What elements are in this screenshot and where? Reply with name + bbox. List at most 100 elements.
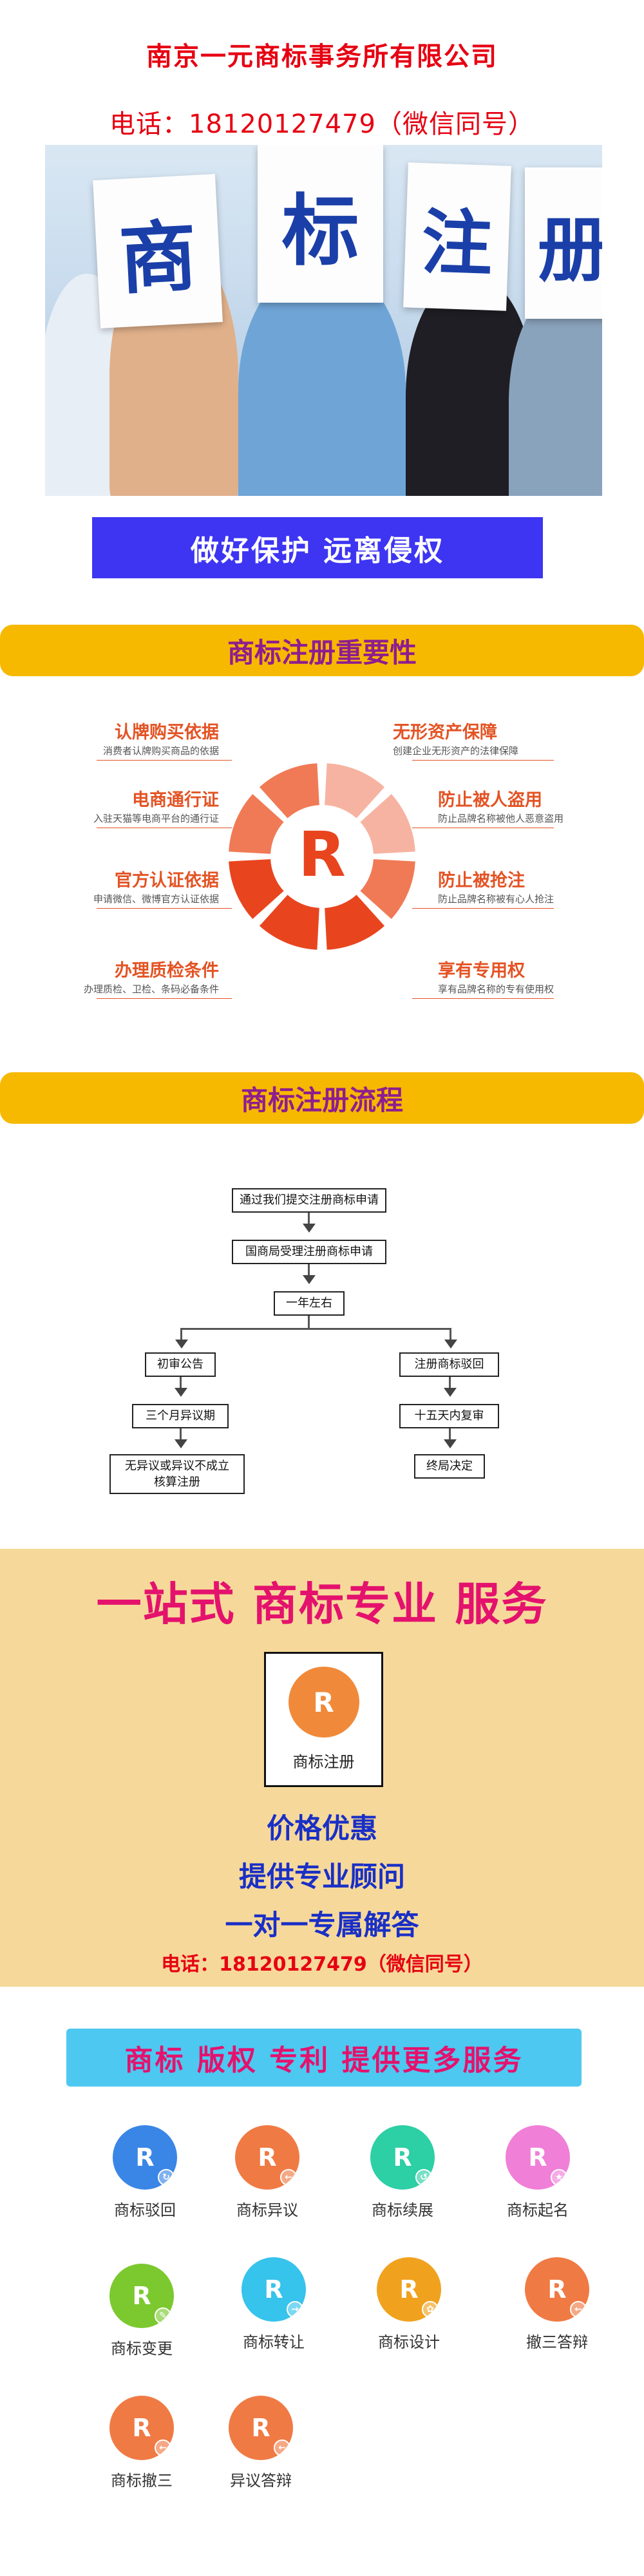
back-arrow-icon: ← <box>155 2439 171 2456</box>
registered-r-icon: R← <box>525 2257 589 2322</box>
service-item-label: 异议答辩 <box>230 2472 292 2490</box>
importance-item-sub: 创建企业无形资产的法律保障 <box>393 745 519 757</box>
service-item[interactable]: R✎ 商标变更 <box>90 2264 193 2358</box>
flow-right-final: 终局决定 <box>414 1454 485 1479</box>
service-line-consult: 提供专业顾问 <box>239 1861 405 1893</box>
back-arrow-icon: ← <box>274 2439 290 2456</box>
service-item-label: 商标续展 <box>372 2201 433 2219</box>
service-item-label: 商标驳回 <box>114 2201 176 2219</box>
importance-item-sub: 申请微信、微博官方认证依据 <box>93 893 219 905</box>
company-name: 南京一元商标事务所有限公司 <box>146 42 498 71</box>
importance-item-title: 电商通行证 <box>132 790 219 810</box>
importance-item-title: 办理质检条件 <box>115 961 219 981</box>
ring-segment <box>229 859 284 920</box>
importance-underline <box>412 998 554 999</box>
registered-r-icon: R <box>288 1667 359 1738</box>
importance-banner: 商标注册重要性 <box>0 625 644 676</box>
registered-r-icon: R← <box>109 2396 174 2460</box>
service-item[interactable]: R← 异议答辩 <box>209 2396 312 2490</box>
importance-item-title: 防止被人盗用 <box>438 790 542 810</box>
service-phone[interactable]: 电话：18120127479（微信同号） <box>161 1953 483 1976</box>
service-item[interactable]: R← 撤三答辩 <box>506 2257 609 2352</box>
importance-item-sub: 入驻天猫等电商平台的通行证 <box>93 813 219 824</box>
importance-underline <box>97 760 232 761</box>
importance-item-title: 官方认证依据 <box>115 871 219 891</box>
slogan-banner: 做好保护 远离侵权 <box>92 517 543 578</box>
service-line-answer: 一对一专属解答 <box>225 1909 419 1942</box>
hero-image: 商 标 注 册 <box>45 145 602 496</box>
flow-step-year: 一年左右 <box>274 1291 345 1316</box>
service-item[interactable]: R→ 商标转让 <box>222 2257 325 2352</box>
flow-left-publication: 初审公告 <box>145 1352 216 1377</box>
process-banner: 商标注册流程 <box>0 1072 644 1124</box>
importance-item-sub: 办理质检、卫检、条码必备条件 <box>83 983 219 995</box>
hero-card: 注 <box>403 162 511 311</box>
importance-item-sub: 防止品牌名称被有心人抢注 <box>438 893 554 905</box>
importance-underline <box>412 908 554 909</box>
back-arrow-icon: ← <box>280 2169 297 2186</box>
registered-r-icon: R↺ <box>370 2125 435 2190</box>
ring-segment <box>360 793 415 854</box>
importance-item-title: 享有专用权 <box>438 961 525 981</box>
importance-item-title: 无形资产保障 <box>393 723 497 743</box>
service-item[interactable]: R✿ 商标设计 <box>357 2257 460 2352</box>
importance-item-sub: 消费者认牌购买商品的依据 <box>102 745 219 757</box>
service-item[interactable]: R↺ 商标续展 <box>351 2125 454 2220</box>
back-arrow-icon: ← <box>570 2301 587 2318</box>
forward-arrow-icon: → <box>287 2301 303 2318</box>
flow-right-reject: 注册商标驳回 <box>399 1352 499 1377</box>
ring-segment <box>325 895 385 950</box>
registered-r-icon: R← <box>235 2125 299 2190</box>
flow-right-review: 十五天内复审 <box>399 1404 499 1428</box>
hero-card: 商 <box>93 174 223 328</box>
registered-r-icon: R✎ <box>109 2264 174 2328</box>
service-item-label: 商标起名 <box>507 2201 569 2219</box>
registered-r-icon: R✿ <box>377 2257 441 2322</box>
registered-r-icon: R <box>298 819 346 891</box>
service-line-price: 价格优惠 <box>267 1813 377 1845</box>
ring-segment <box>229 793 284 854</box>
phone-number[interactable]: 电话：18120127479（微信同号） <box>109 109 535 139</box>
service-item[interactable]: R★ 商标起名 <box>486 2125 589 2220</box>
flow-step-submit: 通过我们提交注册商标申请 <box>232 1188 386 1213</box>
design-icon: ✿ <box>422 2301 439 2318</box>
service-item-label: 商标异议 <box>236 2201 298 2219</box>
service-card[interactable]: R 商标注册 <box>264 1652 383 1787</box>
trademark-ring-graphic: R <box>229 763 415 950</box>
service-item-label: 商标转让 <box>243 2333 305 2351</box>
registered-r-icon: R↻ <box>113 2125 177 2190</box>
service-item-label: 商标设计 <box>378 2333 440 2351</box>
hero-card: 标 <box>258 145 383 303</box>
importance-item-title: 认牌购买依据 <box>115 723 219 743</box>
refresh-icon: ↻ <box>158 2169 175 2186</box>
service-item-label: 撤三答辩 <box>526 2333 588 2351</box>
importance-underline <box>97 998 232 999</box>
service-item[interactable]: R← 商标撤三 <box>90 2396 193 2490</box>
service-item[interactable]: R← 商标异议 <box>216 2125 319 2220</box>
edit-icon: ✎ <box>155 2307 171 2324</box>
importance-underline <box>412 760 554 761</box>
ring-center <box>276 810 368 903</box>
flow-left-objection: 三个月异议期 <box>132 1404 229 1428</box>
importance-underline <box>97 908 232 909</box>
renew-icon: ↺ <box>415 2169 432 2186</box>
ring-segment <box>259 763 319 819</box>
importance-item-sub: 防止品牌名称被他人恶意盗用 <box>438 813 564 824</box>
registered-r-icon: R→ <box>242 2257 306 2322</box>
service-item[interactable]: R↻ 商标驳回 <box>93 2125 196 2220</box>
ring-segment <box>259 895 319 950</box>
service-item-label: 商标变更 <box>111 2340 173 2358</box>
flow-step-accept: 国商局受理注册商标申请 <box>232 1240 386 1264</box>
hero-card: 册 <box>525 167 602 319</box>
registered-r-icon: R← <box>229 2396 293 2460</box>
flow-left-register: 无异议或异议不成立 核算注册 <box>109 1454 245 1494</box>
star-icon: ★ <box>551 2169 567 2186</box>
importance-item-title: 防止被抢注 <box>438 871 525 891</box>
service-headline: 一站式 商标专业 服务 <box>96 1578 548 1631</box>
importance-item-sub: 享有品牌名称的专有使用权 <box>438 983 554 995</box>
ring-segments <box>229 763 415 950</box>
registered-r-icon: R★ <box>506 2125 570 2190</box>
service-item-label: 商标撤三 <box>111 2472 173 2490</box>
ring-segment <box>325 763 385 819</box>
more-services-banner: 商标 版权 专利 提供更多服务 <box>66 2029 582 2087</box>
